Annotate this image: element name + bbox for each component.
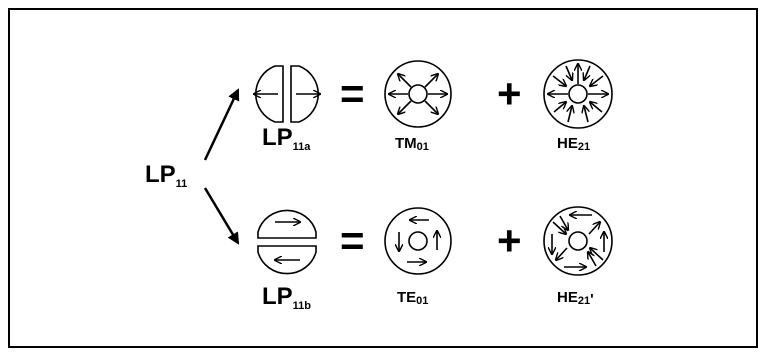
tm01-icon — [384, 60, 452, 128]
lp11b-label: LP11b — [262, 283, 311, 312]
he21-prime-icon — [543, 206, 613, 276]
plus-sign-row2: + — [497, 217, 522, 264]
diagram-frame — [8, 8, 758, 348]
plus-sign-row1: + — [497, 70, 522, 117]
lp11b-icon — [257, 209, 317, 275]
lp11-label: LP11 — [145, 161, 187, 190]
te01-label: TE01 — [397, 289, 428, 307]
tm01-label: TM01 — [395, 135, 429, 153]
equals-sign-row2: = — [340, 217, 365, 264]
te01-icon — [384, 207, 452, 275]
branch-arrow-down — [203, 187, 240, 245]
he21-label: HE21 — [557, 135, 590, 153]
he21-icon — [543, 59, 613, 129]
equals-sign-row1: = — [340, 70, 365, 117]
branch-arrow-up — [203, 88, 240, 161]
lp11a-icon — [254, 65, 320, 123]
lp11a-label: LP11a — [262, 124, 311, 153]
he21-prime-label: HE21' — [557, 289, 594, 308]
